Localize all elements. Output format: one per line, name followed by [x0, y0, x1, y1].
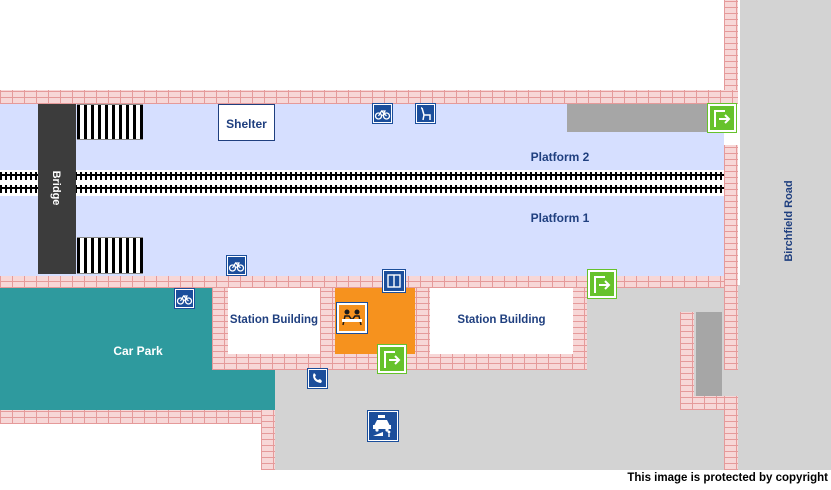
taxi-dropoff-icon[interactable] — [367, 410, 399, 442]
seat-icon[interactable] — [415, 103, 436, 124]
departures-board-icon[interactable] — [382, 269, 406, 293]
car-park-wall-right — [261, 410, 275, 470]
bicycle-icon[interactable] — [372, 103, 393, 124]
exit-icon[interactable] — [707, 103, 737, 133]
shelter-label: Shelter — [226, 117, 267, 131]
stairs-bottom[interactable] — [77, 237, 143, 274]
station-building-right[interactable]: Station Building — [430, 288, 573, 354]
bicycle-icon[interactable] — [174, 288, 195, 309]
boundary-wall-right-lower — [724, 396, 738, 470]
telephone-icon[interactable] — [307, 368, 328, 389]
boundary-wall-right-top — [724, 0, 738, 92]
canopy — [567, 104, 707, 132]
bridge-label: Bridge — [50, 170, 62, 206]
grey-structure — [696, 312, 722, 396]
copyright-notice: This image is protected by copyright — [627, 472, 828, 484]
road-label: Birchfield Road — [783, 180, 795, 262]
platform-1-label: Platform 1 — [530, 211, 590, 225]
boundary-wall-top — [0, 90, 738, 104]
shelter: Shelter — [218, 104, 275, 141]
station-building-left[interactable]: Station Building — [228, 288, 320, 354]
road-area — [740, 0, 831, 470]
platform-wall-bottom — [0, 276, 724, 288]
side-wall-left — [680, 312, 694, 410]
car-park-wall-bottom — [0, 410, 275, 424]
car-park-label: Car Park — [113, 344, 163, 358]
station-building-left-label: Station Building — [229, 314, 319, 326]
station-building-right-label: Station Building — [457, 314, 546, 326]
bridge: Bridge — [38, 104, 76, 274]
bicycle-icon[interactable] — [226, 255, 247, 276]
railway-track — [0, 170, 724, 196]
side-wall-bottom — [680, 396, 738, 410]
platform-2-label: Platform 2 — [530, 150, 590, 164]
exit-icon[interactable] — [587, 269, 617, 299]
exit-icon[interactable] — [377, 344, 407, 374]
boundary-wall-right — [724, 145, 738, 370]
ticket-office-icon[interactable] — [336, 302, 368, 334]
stairs-top[interactable] — [77, 104, 143, 140]
